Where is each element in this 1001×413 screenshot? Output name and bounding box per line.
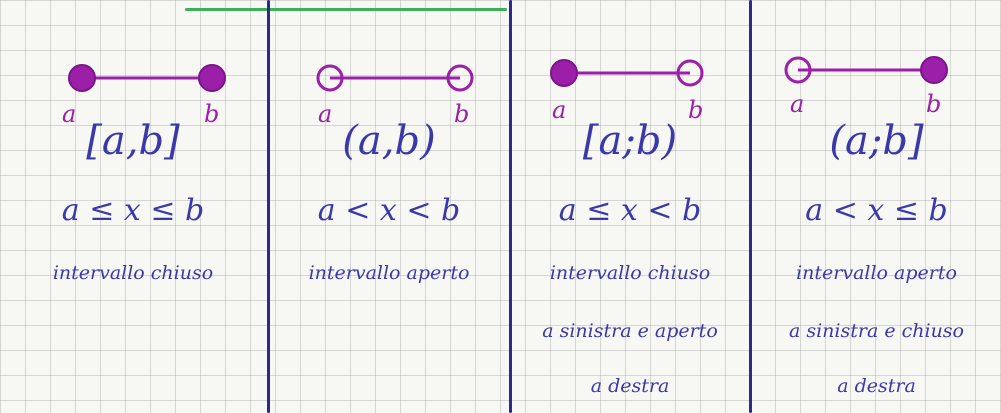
left-open-endpoint (784, 56, 812, 84)
interval-inequality: a < x ≤ b (805, 193, 948, 228)
right-closed-endpoint (198, 64, 226, 92)
endpoint-label-a: a (790, 90, 804, 118)
endpoint-label-b: b (926, 90, 941, 118)
interval-card-right-closed: a b (a;b] a < x ≤ b intervallo aperto a … (752, 0, 1001, 413)
endpoint-label-a: a (318, 100, 332, 128)
column-divider (267, 0, 270, 413)
number-line-segment: a b (62, 64, 226, 128)
endpoint-label-a: a (62, 100, 76, 128)
left-closed-endpoint (68, 64, 96, 92)
endpoint-label-b: b (204, 100, 219, 128)
interval-inequality: a ≤ x < b (558, 193, 702, 228)
interval-card-closed: a b [a,b] a ≤ x ≤ b intervallo chiuso (0, 0, 266, 413)
interval-description-line3: a destra (590, 375, 670, 397)
number-line-segment: a b (550, 59, 704, 124)
interval-notation: [a,b] (86, 118, 180, 164)
interval-description: intervallo aperto (796, 262, 957, 284)
interval-card-left-closed: a b [a;b) a ≤ x < b intervallo chiuso a … (512, 0, 748, 413)
top-green-line (185, 8, 507, 11)
right-open-endpoint (676, 59, 704, 87)
interval-notation: [a;b) (582, 118, 678, 164)
endpoint-label-a: a (552, 96, 566, 124)
left-open-endpoint (316, 64, 344, 92)
interval-notation: (a,b) (342, 118, 436, 164)
right-open-endpoint (446, 64, 474, 92)
column-divider (509, 0, 512, 413)
interval-card-open: a b (a,b) a < x < b intervallo aperto (270, 0, 508, 413)
interval-description-line3: a destra (837, 375, 916, 397)
interval-description: intervallo chiuso (549, 262, 711, 284)
column-divider (749, 0, 752, 413)
interval-notation: (a;b] (829, 118, 924, 164)
number-line-segment: a b (316, 64, 474, 128)
interval-description: intervallo aperto (308, 262, 470, 284)
interval-description: intervallo chiuso (52, 262, 214, 284)
number-line-segment: a b (784, 56, 948, 118)
interval-description-line2: a sinistra e aperto (542, 320, 718, 342)
interval-inequality: a < x < b (317, 193, 461, 228)
interval-inequality: a ≤ x ≤ b (61, 193, 205, 228)
interval-description-line2: a sinistra e chiuso (788, 320, 964, 342)
left-closed-endpoint (550, 59, 578, 87)
endpoint-label-b: b (688, 96, 703, 124)
endpoint-label-b: b (454, 100, 469, 128)
right-closed-endpoint (920, 56, 948, 84)
